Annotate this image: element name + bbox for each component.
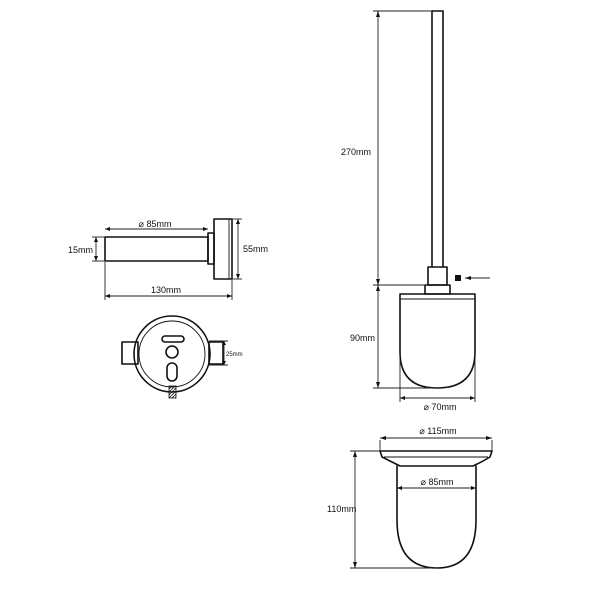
label-brush-head-diameter: ⌀ 70mm <box>424 402 457 412</box>
arrow-left-icon <box>465 276 471 280</box>
dim-fixing-offset: 25mm <box>209 340 243 366</box>
label-holder-rod-thickness: 15mm <box>68 245 93 255</box>
label-brush-head-height: 90mm <box>350 333 375 343</box>
dim-holder-base-height: 55mm <box>232 218 268 280</box>
dim-holder-rod-thickness: 15mm <box>68 236 105 262</box>
keyhole-slot <box>161 335 185 343</box>
brush-head <box>399 293 476 389</box>
label-holder-length: 130mm <box>151 285 181 295</box>
cup-rim <box>379 450 493 467</box>
dim-brush-head-height: 90mm <box>350 285 437 389</box>
brush-collar <box>424 284 451 295</box>
marker-square-icon <box>455 275 461 281</box>
label-cup-height: 110mm <box>327 504 356 514</box>
screw-slot <box>166 362 178 382</box>
label-holder-base-height: 55mm <box>243 244 268 254</box>
holder-wall-plate <box>213 218 233 280</box>
label-cup-top-diameter: ⌀ 115mm <box>419 426 456 436</box>
grub-screw-icon <box>168 385 177 399</box>
toilet-brush: 270mm 90mm ⌀ 70mm <box>341 10 490 412</box>
dim-brush-head-diameter: ⌀ 70mm <box>399 354 476 412</box>
label-brush-handle-length: 270mm <box>341 147 371 157</box>
holder-rod <box>104 236 209 262</box>
dim-holder-rod-diameter: ⌀ 85mm <box>105 219 208 231</box>
dim-cup-top-diameter: ⌀ 115mm <box>379 426 493 451</box>
dim-cup-height: 110mm <box>327 450 437 569</box>
dim-holder-length: 130mm <box>104 262 233 300</box>
holder-plate-inner <box>138 320 206 388</box>
label-holder-rod-diameter: ⌀ 85mm <box>139 219 172 229</box>
dim-brush-handle-length: 270mm <box>341 10 432 286</box>
dim-cup-inner-diameter: ⌀ 85mm <box>397 477 476 490</box>
holder-side-view: ⌀ 85mm 15mm 55mm 130mm <box>68 218 268 300</box>
holder-front-view: 25mm <box>121 315 243 399</box>
label-fixing-offset: 25mm <box>226 352 243 358</box>
holder-rod-stub-left <box>121 341 139 365</box>
label-cup-inner-diameter: ⌀ 85mm <box>421 477 454 487</box>
center-hole <box>165 345 179 359</box>
brush-cup: ⌀ 115mm ⌀ 85mm 110mm <box>327 426 493 569</box>
brush-ferrule <box>427 266 448 286</box>
holder-rod-stub-right <box>208 341 224 365</box>
holder-collar <box>207 232 215 265</box>
